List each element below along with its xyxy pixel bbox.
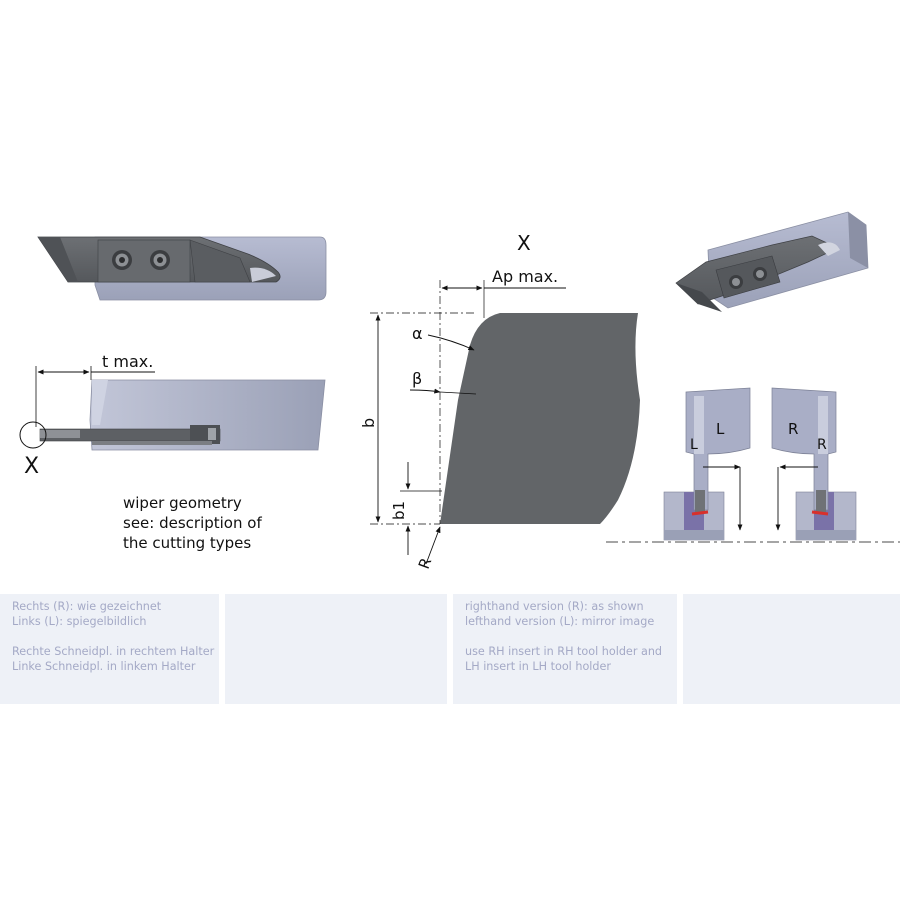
info-panel-blank-2 bbox=[683, 594, 900, 704]
screw-icon bbox=[150, 250, 170, 270]
insert-detail-x: X Ap max. b b1 α bbox=[359, 231, 640, 571]
tool-side-view bbox=[37, 236, 327, 301]
insert-right-label: R bbox=[788, 420, 798, 438]
rh-holder: R R bbox=[771, 387, 857, 541]
b1-dimension: b1 bbox=[390, 462, 442, 555]
screw-icon bbox=[112, 250, 132, 270]
t-max-dimension bbox=[35, 366, 155, 427]
screw-icon bbox=[729, 275, 743, 289]
german-line3: Rechte Schneidpl. in rechtem Halter bbox=[12, 645, 215, 658]
lh-rh-holders: L L R R bbox=[606, 387, 900, 543]
ap-max-dimension: Ap max. bbox=[439, 267, 566, 524]
t-max-label: t max. bbox=[102, 352, 153, 371]
radius-callout: R bbox=[415, 526, 441, 571]
alpha-label: α bbox=[412, 324, 423, 343]
german-line1: Rechts (R): wie gezeichnet bbox=[12, 600, 162, 613]
beta-angle: β bbox=[409, 369, 477, 395]
english-line1: righthand version (R): as shown bbox=[465, 600, 644, 613]
alpha-angle: α bbox=[412, 324, 475, 351]
beta-label: β bbox=[412, 369, 422, 388]
x-label-center: X bbox=[517, 231, 531, 255]
info-panel-english: righthand version (R): as shown lefthand… bbox=[453, 594, 677, 704]
holder-right-label: R bbox=[817, 437, 827, 453]
german-line4: Linke Schneidpl. in linkem Halter bbox=[12, 660, 196, 673]
english-line4: LH insert in LH tool holder bbox=[465, 660, 611, 673]
english-line3: use RH insert in RH tool holder and bbox=[465, 645, 663, 658]
info-panel-german: Rechts (R): wie gezeichnet Links (L): sp… bbox=[0, 594, 219, 704]
r-label: R bbox=[415, 555, 435, 571]
x-label-left: X bbox=[24, 454, 39, 479]
tool-3d-view bbox=[675, 211, 869, 312]
screw-icon bbox=[753, 267, 767, 281]
lh-holder: L L bbox=[663, 387, 751, 541]
tool-top-view: t max. X bbox=[19, 352, 326, 479]
detail-circle bbox=[19, 421, 47, 449]
english-line2: lefthand version (L): mirror image bbox=[465, 615, 655, 628]
wiper-note-line1: wiper geometry bbox=[123, 494, 242, 512]
insert-left-label: L bbox=[716, 420, 725, 438]
wiper-note-line3: the cutting types bbox=[123, 534, 251, 552]
wiper-note-line2: see: description of bbox=[123, 514, 262, 532]
info-panel-blank-1 bbox=[225, 594, 447, 704]
b-label: b bbox=[359, 418, 378, 428]
wiper-note: wiper geometry see: description of the c… bbox=[123, 494, 262, 552]
ap-max-label: Ap max. bbox=[492, 267, 558, 286]
holder-left-label: L bbox=[690, 437, 698, 453]
b1-label: b1 bbox=[390, 501, 408, 520]
b-dimension: b bbox=[359, 312, 476, 525]
german-line2: Links (L): spiegelbildlich bbox=[12, 615, 147, 628]
